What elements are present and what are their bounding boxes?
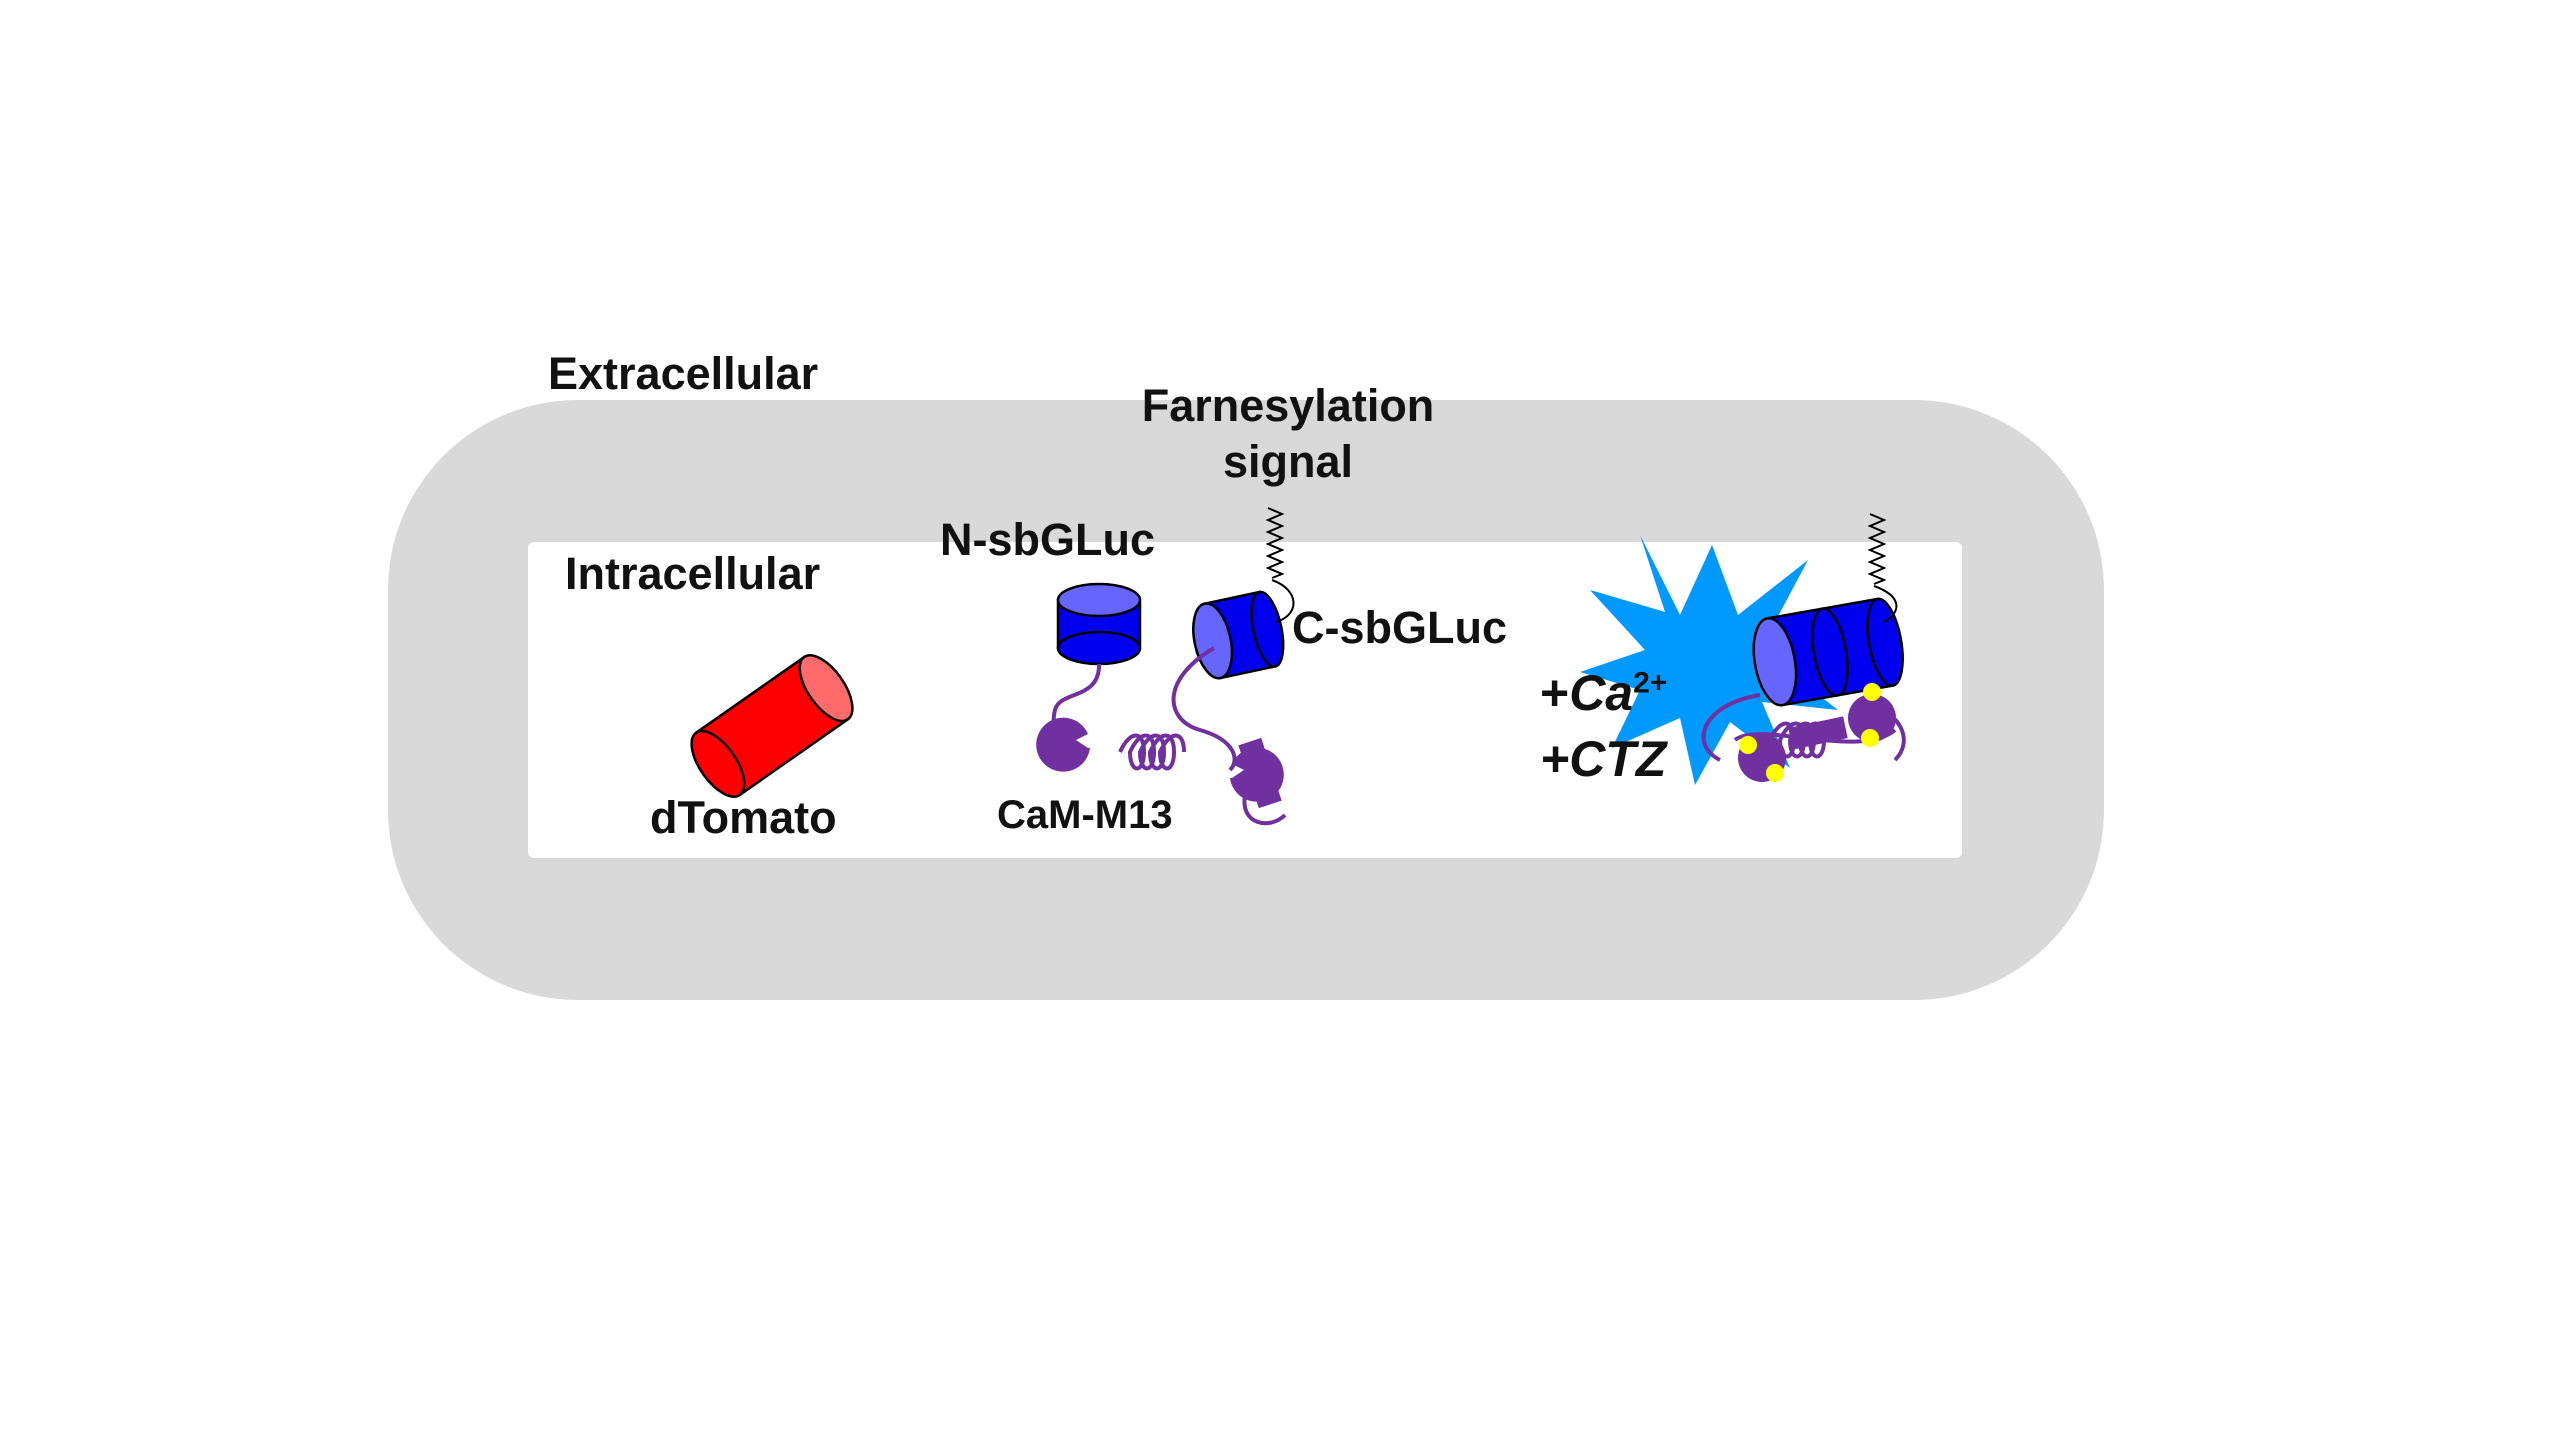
ctz-label: +CTZ [1540, 731, 1667, 787]
dtomato-cylinder-icon [690, 654, 854, 798]
n-sbgluc-label: N-sbGLuc [940, 514, 1156, 565]
luminescence-burst-icon [1580, 535, 1848, 785]
farnesylation-label: Farnesylation signal [1118, 378, 1458, 491]
farnesylation-line1: Farnesylation [1141, 380, 1435, 431]
farnesyl-anchor-right-icon [1867, 513, 1887, 585]
bound-sbgluc-complex-icon [1752, 597, 1904, 707]
c-sbgluc-cylinder-icon [1192, 590, 1285, 680]
extracellular-label: Extracellular [548, 348, 819, 399]
calcium-plus: + [1540, 665, 1570, 721]
cam-m13-label: CaM-M13 [997, 793, 1173, 837]
calcium-base: Ca [1569, 665, 1634, 721]
farnesyl-anchor-icon [1265, 507, 1285, 579]
dtomato-label: dTomato [650, 792, 837, 843]
calcium-ions-icon [1739, 683, 1881, 782]
farnesyl-linker [1271, 579, 1295, 623]
calcium-charge: 2+ [1633, 666, 1668, 700]
n-sbgluc-cylinder-icon [1056, 582, 1142, 666]
farnesylation-line2: signal [1222, 436, 1354, 488]
cam-domains-icon [1036, 717, 1284, 809]
c-sbgluc-label: C-sbGLuc [1292, 602, 1508, 653]
calcium-label: +Ca2+ [1540, 662, 1667, 725]
intracellular-label: Intracellular [565, 548, 821, 599]
cytoplasm-area [528, 542, 1962, 858]
farnesyl-linker-right [1873, 585, 1898, 623]
